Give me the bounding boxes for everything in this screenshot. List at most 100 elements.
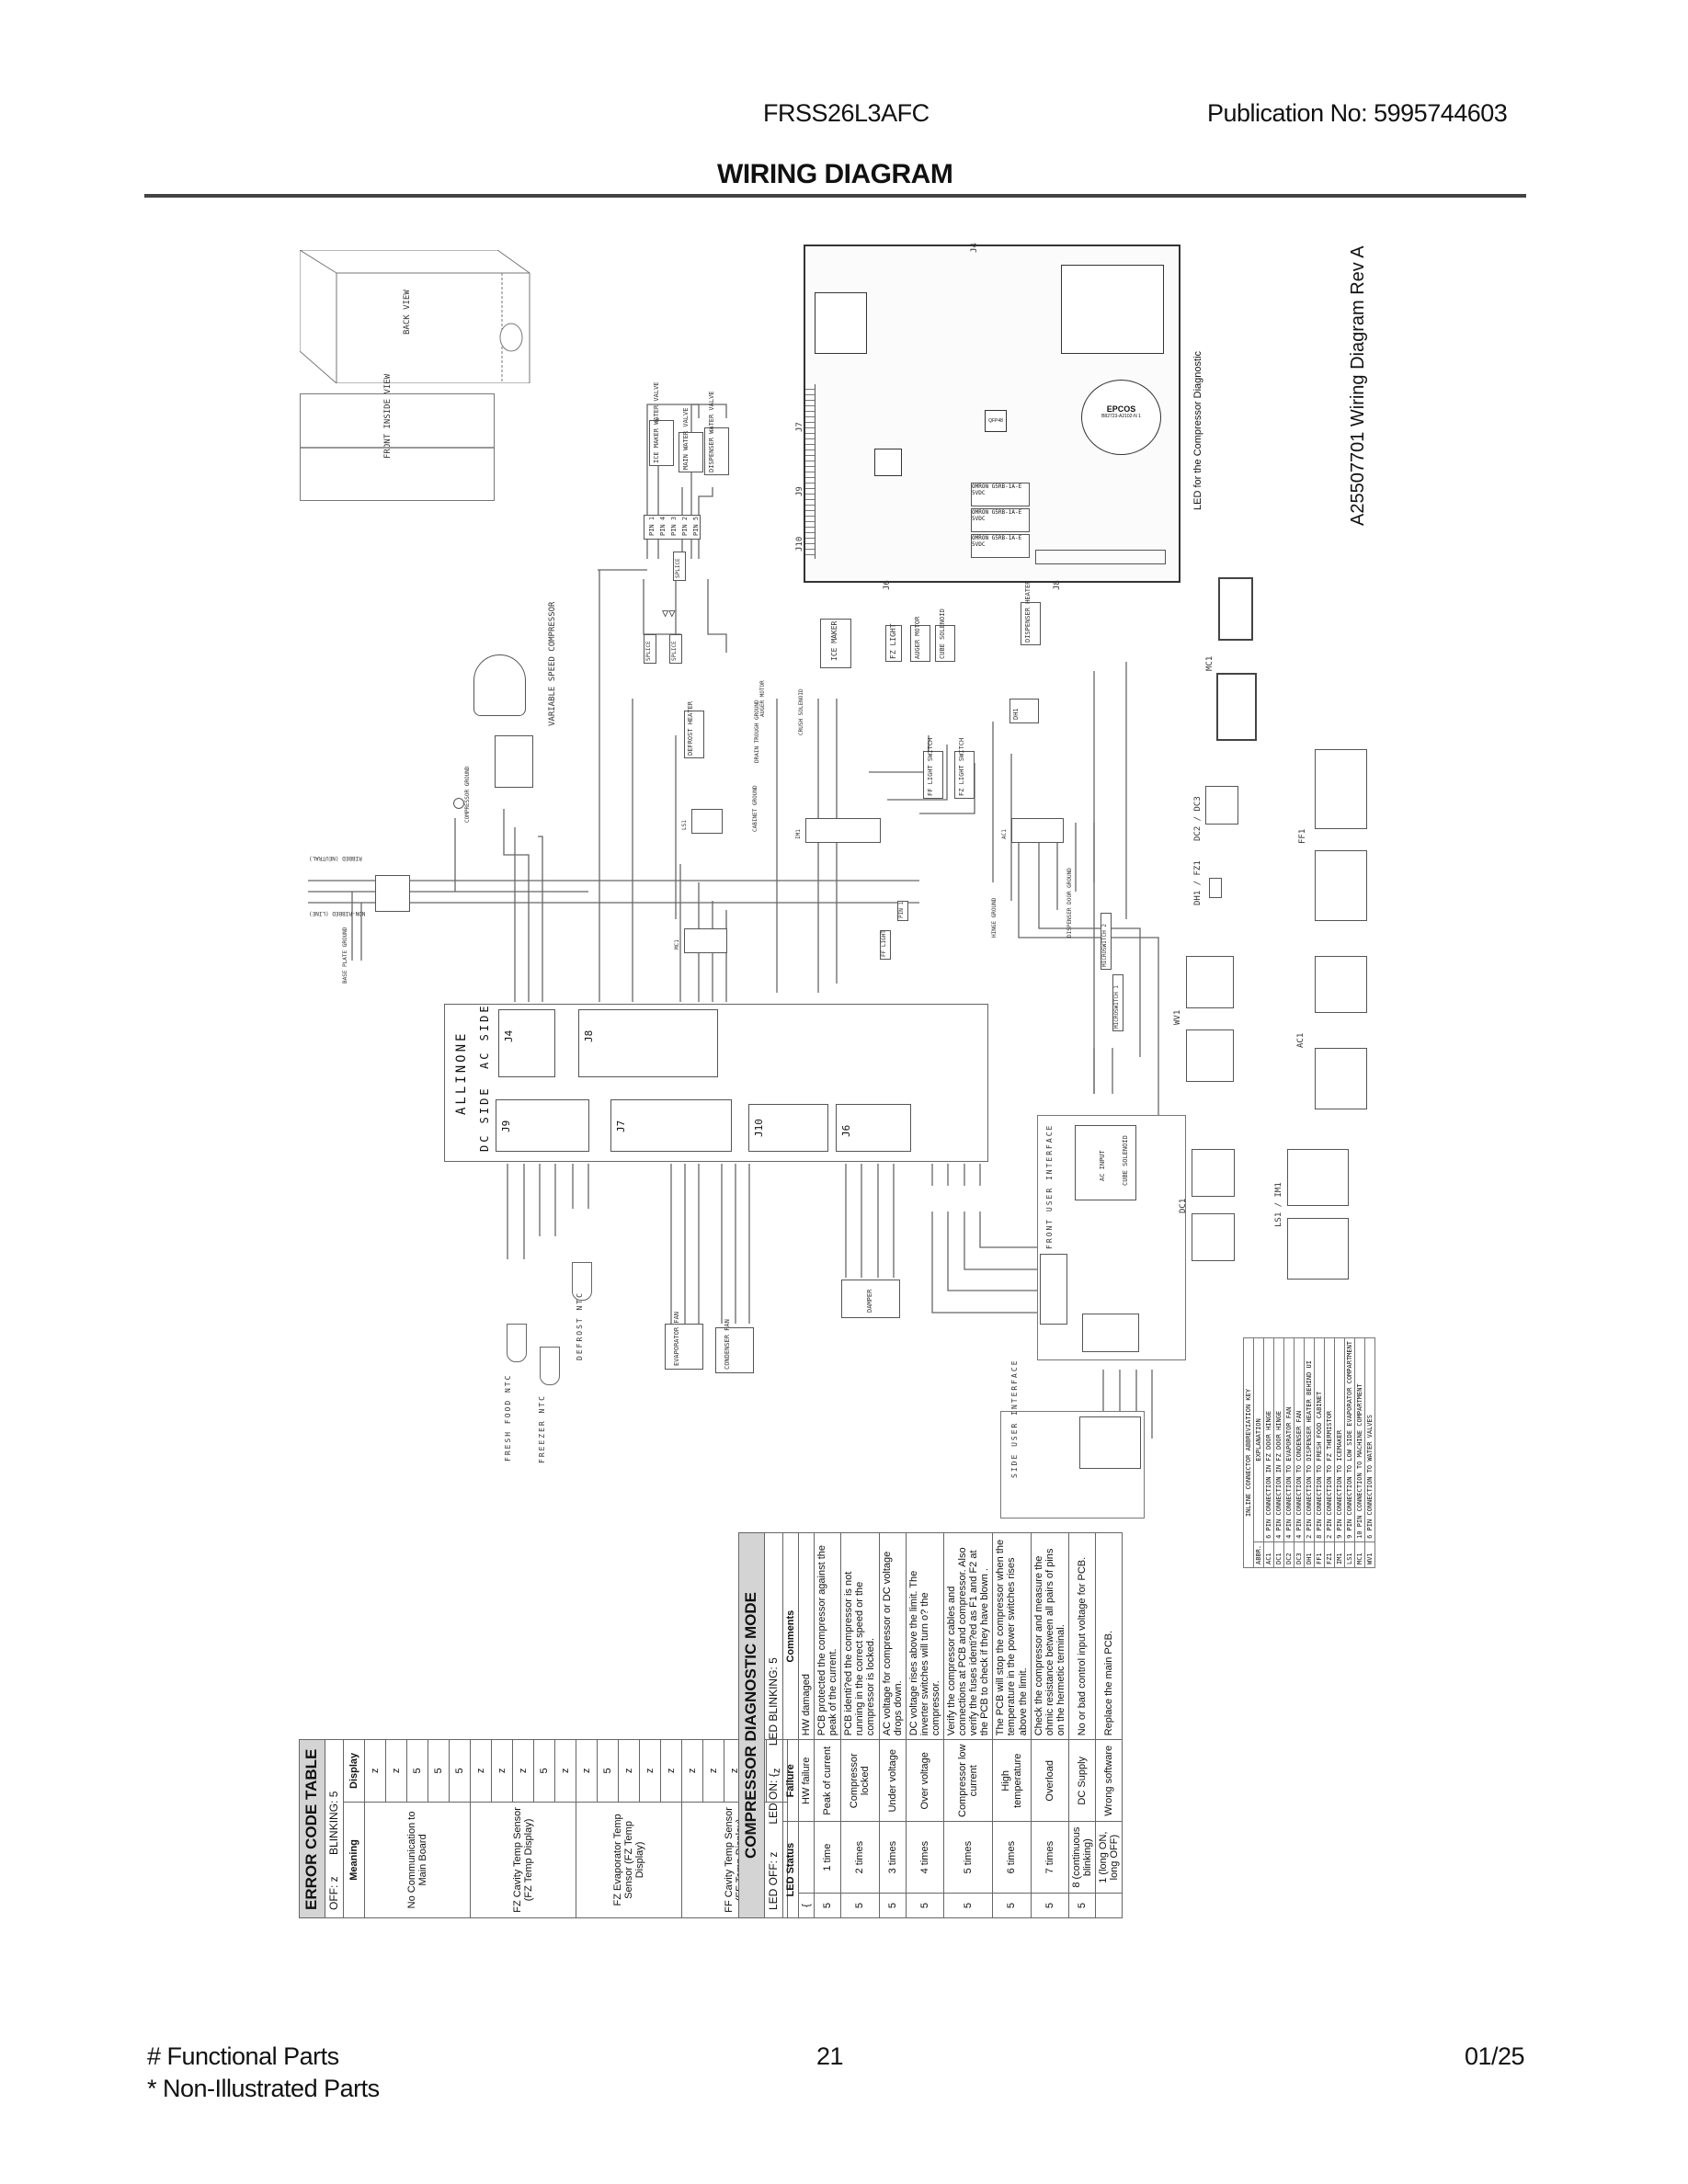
freezer-ntc-label: FREEZER NTC: [538, 1394, 546, 1463]
page-number: 21: [816, 2042, 844, 2070]
ff-light-label: FF LIGHT: [881, 930, 887, 957]
transformer: [815, 292, 867, 354]
ff-light-switch: FF LIGHT SWITCH: [927, 737, 934, 796]
evaporator-fan-label: EVAPORATOR FAN: [673, 1311, 680, 1366]
error-code-table: ERROR CODE TABLE OFF: z BLINKING: 5 Mean…: [299, 1739, 788, 1918]
ff1-pinout-a: [1315, 749, 1367, 829]
key-title: INLINE CONNECTOR ABBREVIATION KEY: [1243, 1337, 1254, 1568]
microswitch-1: MICROSWITCH 1: [1113, 985, 1120, 1029]
ice-maker-label: ICE MAKER: [830, 620, 838, 661]
base-plate-ground-label: BASE PLATE GROUND: [342, 927, 348, 984]
wv1-pinout-b: [1186, 1029, 1234, 1082]
ff1-pinout-label: FF1: [1298, 828, 1307, 844]
condenser-fan-label: CONDENSER FAN: [724, 1319, 731, 1370]
relay-3: OMRON G5RB-1A-E 5VDC: [971, 534, 1030, 558]
dc1-pinout-label: DC1: [1179, 1198, 1188, 1213]
page-title: WIRING DIAGRAM: [717, 159, 953, 189]
dispenser-heater-label: DISPENSER HEATER: [1024, 580, 1032, 643]
j7-header: J7: [610, 1099, 732, 1152]
epcos-capacitor: EPCOS B82723-A2102-N 1: [1081, 380, 1161, 455]
side-ui-label: SIDE USER INTERFACE: [1010, 1359, 1019, 1478]
ls1-im1-pinout-label: LS1 / IM1: [1274, 1182, 1283, 1227]
front-ui-j2: [1082, 1314, 1139, 1352]
front-ui-j4: AC INPUT CUBE SOLENOID: [1075, 1125, 1136, 1200]
ls1-connector: LS1: [681, 809, 723, 834]
j4-header: J4: [498, 1009, 555, 1077]
front-ui-j3: [1040, 1254, 1067, 1325]
hinge-ground-label: HINGE GROUND: [991, 897, 998, 938]
crush-solenoid-label: CRUSH SOLENOID: [798, 688, 804, 735]
wiring-diagram: BACK VIEW FRONT INSIDE VIEW VARIABLE SPE…: [300, 243, 1368, 1519]
functional-parts-note: # Functional Parts: [147, 2042, 339, 2070]
publication-label: Publication No:: [1207, 99, 1368, 127]
model-number: FRSS26L3AFC: [763, 99, 930, 127]
power-cord-block: [375, 875, 410, 912]
j10-header: J10: [748, 1104, 828, 1152]
auger-motor-ground-label: AUGER MOTOR: [759, 680, 766, 717]
dc2-dc3-pinout-label: DC2 / DC3: [1193, 796, 1203, 841]
pcb-j6-label: J6: [883, 580, 892, 590]
side-user-interface: SIDE USER INTERFACE: [1000, 1359, 1145, 1519]
j6-header: J6: [836, 1104, 911, 1152]
mc1-connector: MC1: [674, 928, 727, 953]
relay-2: OMRON G5RB-1A-E 5VDC: [971, 508, 1030, 532]
qfp48-chip: QFP48: [985, 410, 1007, 432]
freezer-ntc-icon: [540, 1347, 560, 1385]
fz-light-label: FZ LIGHT: [889, 623, 897, 659]
ribbed-label: RIBBED (NEUTRAL): [309, 855, 362, 861]
pcb-j10-label: J10: [795, 536, 804, 552]
j8-header: [1035, 550, 1166, 564]
wv1-pinout-label: WV1: [1173, 1009, 1182, 1025]
dh1-connector: DH1: [1012, 708, 1020, 720]
non-ribbed-label: NON-RIBBED (LINE): [309, 910, 366, 916]
dc-side-label: DC SIDE: [478, 1086, 491, 1152]
compressor-diagnostic-legend: LED OFF: z LED ON: { LED BLINKING: 5: [764, 1532, 783, 1918]
ac1-pinout-label: AC1: [1296, 1032, 1306, 1048]
fresh-food-ntc-label: FRESH FOOD NTC: [504, 1373, 512, 1462]
front-user-interface: FRONT USER INTERFACE AC INPUT CUBE SOLEN…: [1037, 1115, 1186, 1360]
error-row: FF Cavity Temp Sensor (FF Temp Display)z: [681, 1739, 788, 1918]
im1-connector: IM1: [795, 818, 881, 843]
splice-label: SPLICE: [675, 558, 681, 578]
compressor-diagnostic-title: COMPRESSOR DIAGNOSTIC MODE: [738, 1532, 765, 1918]
compressor-plug: [495, 735, 533, 788]
dh1-fz1-pinout: [1209, 878, 1222, 898]
fz-light-switch: FZ LIGHT SWITCH: [958, 737, 965, 796]
mc1-pinout-label: MC1: [1205, 655, 1215, 671]
error-code-title: ERROR CODE TABLE: [299, 1739, 325, 1918]
compressor-label: VARIABLE SPEED COMPRESSOR: [548, 601, 557, 726]
heatsink: [1061, 265, 1164, 354]
publication-value: 5995744603: [1374, 99, 1508, 127]
mc1-pinout-back: [1216, 673, 1257, 741]
side-ui-j1: [1079, 1416, 1141, 1469]
pcb-j8-label: J8: [1053, 580, 1062, 590]
front-inside-view: FRONT INSIDE VIEW: [300, 374, 495, 501]
ls1-im1-pinout-a: [1287, 1149, 1349, 1206]
front-ui-label: FRONT USER INTERFACE: [1045, 1123, 1054, 1249]
pcb-j4-label: J4: [970, 243, 979, 253]
back-view-label: BACK VIEW: [403, 290, 412, 335]
dispenser-door-ground-label: DISPENSER DOOR GROUND: [1066, 868, 1073, 938]
error-code-legend: OFF: z BLINKING: 5: [325, 1739, 344, 1918]
publication-date: 01/25: [1465, 2042, 1525, 2070]
pcb-j9-label: J9: [795, 486, 804, 496]
mcu-chip: [874, 449, 902, 476]
microswitch-2: MICROSWITCH 2: [1101, 924, 1108, 967]
led-callout-label: LED for the Compressor Diagnostic: [1192, 350, 1203, 510]
dh1-fz1-pinout-label: DH1 / FZ1: [1193, 860, 1203, 905]
ac1-connector: AC1: [1001, 818, 1064, 843]
ls1-im1-pinout-b: [1287, 1218, 1349, 1280]
